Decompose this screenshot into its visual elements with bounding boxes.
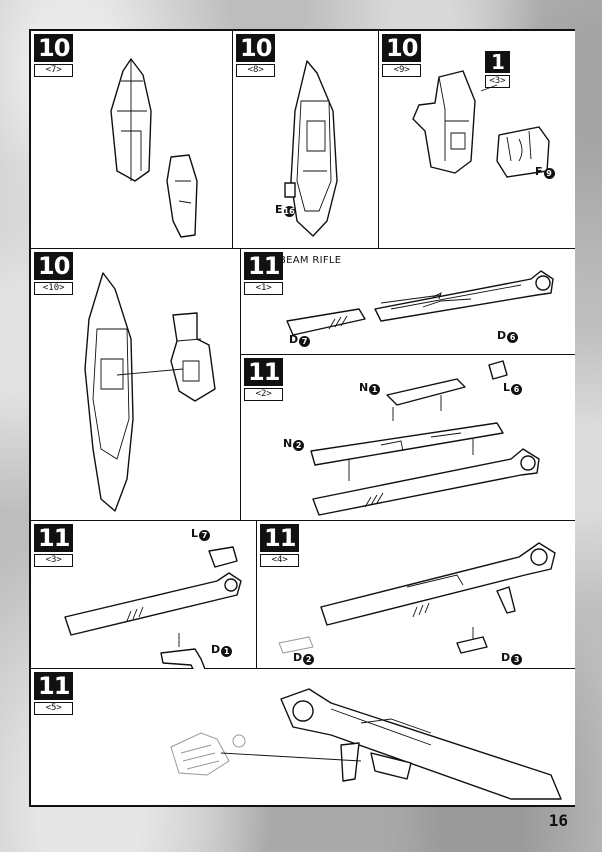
part-letter: L [191, 527, 199, 540]
step-number: 10 [34, 252, 74, 280]
part-number: 2 [293, 440, 305, 451]
substep-number: <10> [34, 282, 74, 295]
step-marker: 10 <9> [382, 34, 422, 77]
part-letter: N [283, 437, 293, 450]
substep-number: <5> [34, 702, 74, 715]
step-marker: 10 <7> [34, 34, 74, 77]
part-number: 9 [543, 168, 555, 179]
step-marker: 11 <3> [34, 524, 74, 567]
step-number: 11 [34, 672, 74, 700]
step-marker: 11 <4> [260, 524, 300, 567]
part-letter: D [293, 651, 303, 664]
part-number: 2 [303, 654, 315, 665]
rifle-stock-drawing [278, 542, 556, 654]
part-letter: N [359, 381, 369, 394]
page-number: 16 [548, 811, 568, 830]
step-number: 10 [236, 34, 276, 62]
rifle-body-drawing [310, 360, 540, 516]
reference-step-marker: 1 <3> [485, 51, 510, 88]
part-letter: D [211, 643, 221, 656]
part-number: 7 [299, 336, 311, 347]
part-letter: L [503, 381, 511, 394]
step-marker: 10 <8> [236, 34, 276, 77]
substep-number: <1> [244, 282, 284, 295]
panel-step-11-5: 11 <5> [31, 669, 575, 805]
section-title: BEAM RIFLE [279, 255, 342, 266]
step-number: 10 [382, 34, 422, 62]
substep-number: <7> [34, 64, 74, 77]
substep-number: <3> [34, 554, 74, 567]
shield-back-drawing [284, 60, 338, 237]
part-number: 6 [507, 332, 519, 343]
part-number: 3 [511, 654, 523, 665]
part-letter: E [275, 203, 283, 216]
rifle-barrel-drawing [286, 270, 554, 336]
reference-step-number: 1 [485, 51, 510, 73]
shield-part-drawing [110, 58, 198, 238]
rifle-grip-drawing [64, 546, 242, 669]
part-number: 6 [511, 384, 523, 395]
shield-attach-drawing [84, 272, 216, 512]
step-number: 11 [244, 252, 284, 280]
substep-number: <2> [244, 388, 284, 401]
part-letter: F [535, 165, 543, 178]
reference-substep-number: <3> [485, 75, 510, 88]
instruction-sheet: 10 <7> 10 <8> E16 10 <9> 1 [29, 29, 575, 807]
panel-step-10-7: 10 <7> [31, 31, 233, 249]
part-number: 7 [199, 530, 211, 541]
step-marker: 10 <10> [34, 252, 74, 295]
part-label-e16: E16 [275, 203, 295, 217]
substep-number: <4> [260, 554, 300, 567]
forearm-part-drawing [412, 70, 550, 178]
hand-rifle-drawing [170, 688, 562, 800]
panel-step-10-10: 10 <10> [31, 249, 241, 521]
step-number: 11 [34, 524, 74, 552]
step-number: 11 [260, 524, 300, 552]
substep-number: <9> [382, 64, 422, 77]
step-marker: 11 <5> [34, 672, 74, 715]
part-number: 1 [221, 646, 233, 657]
part-letter: D [497, 329, 507, 342]
step-marker: 11 <1> [244, 252, 284, 295]
step-number: 11 [244, 358, 284, 386]
part-letter: D [289, 333, 299, 346]
step-marker: 11 <2> [244, 358, 284, 401]
substep-number: <8> [236, 64, 276, 77]
part-number: 16 [283, 206, 295, 217]
part-letter: D [501, 651, 511, 664]
step-number: 10 [34, 34, 74, 62]
part-number: 1 [369, 384, 381, 395]
panel-step-10-8: 10 <8> E16 [233, 31, 379, 249]
